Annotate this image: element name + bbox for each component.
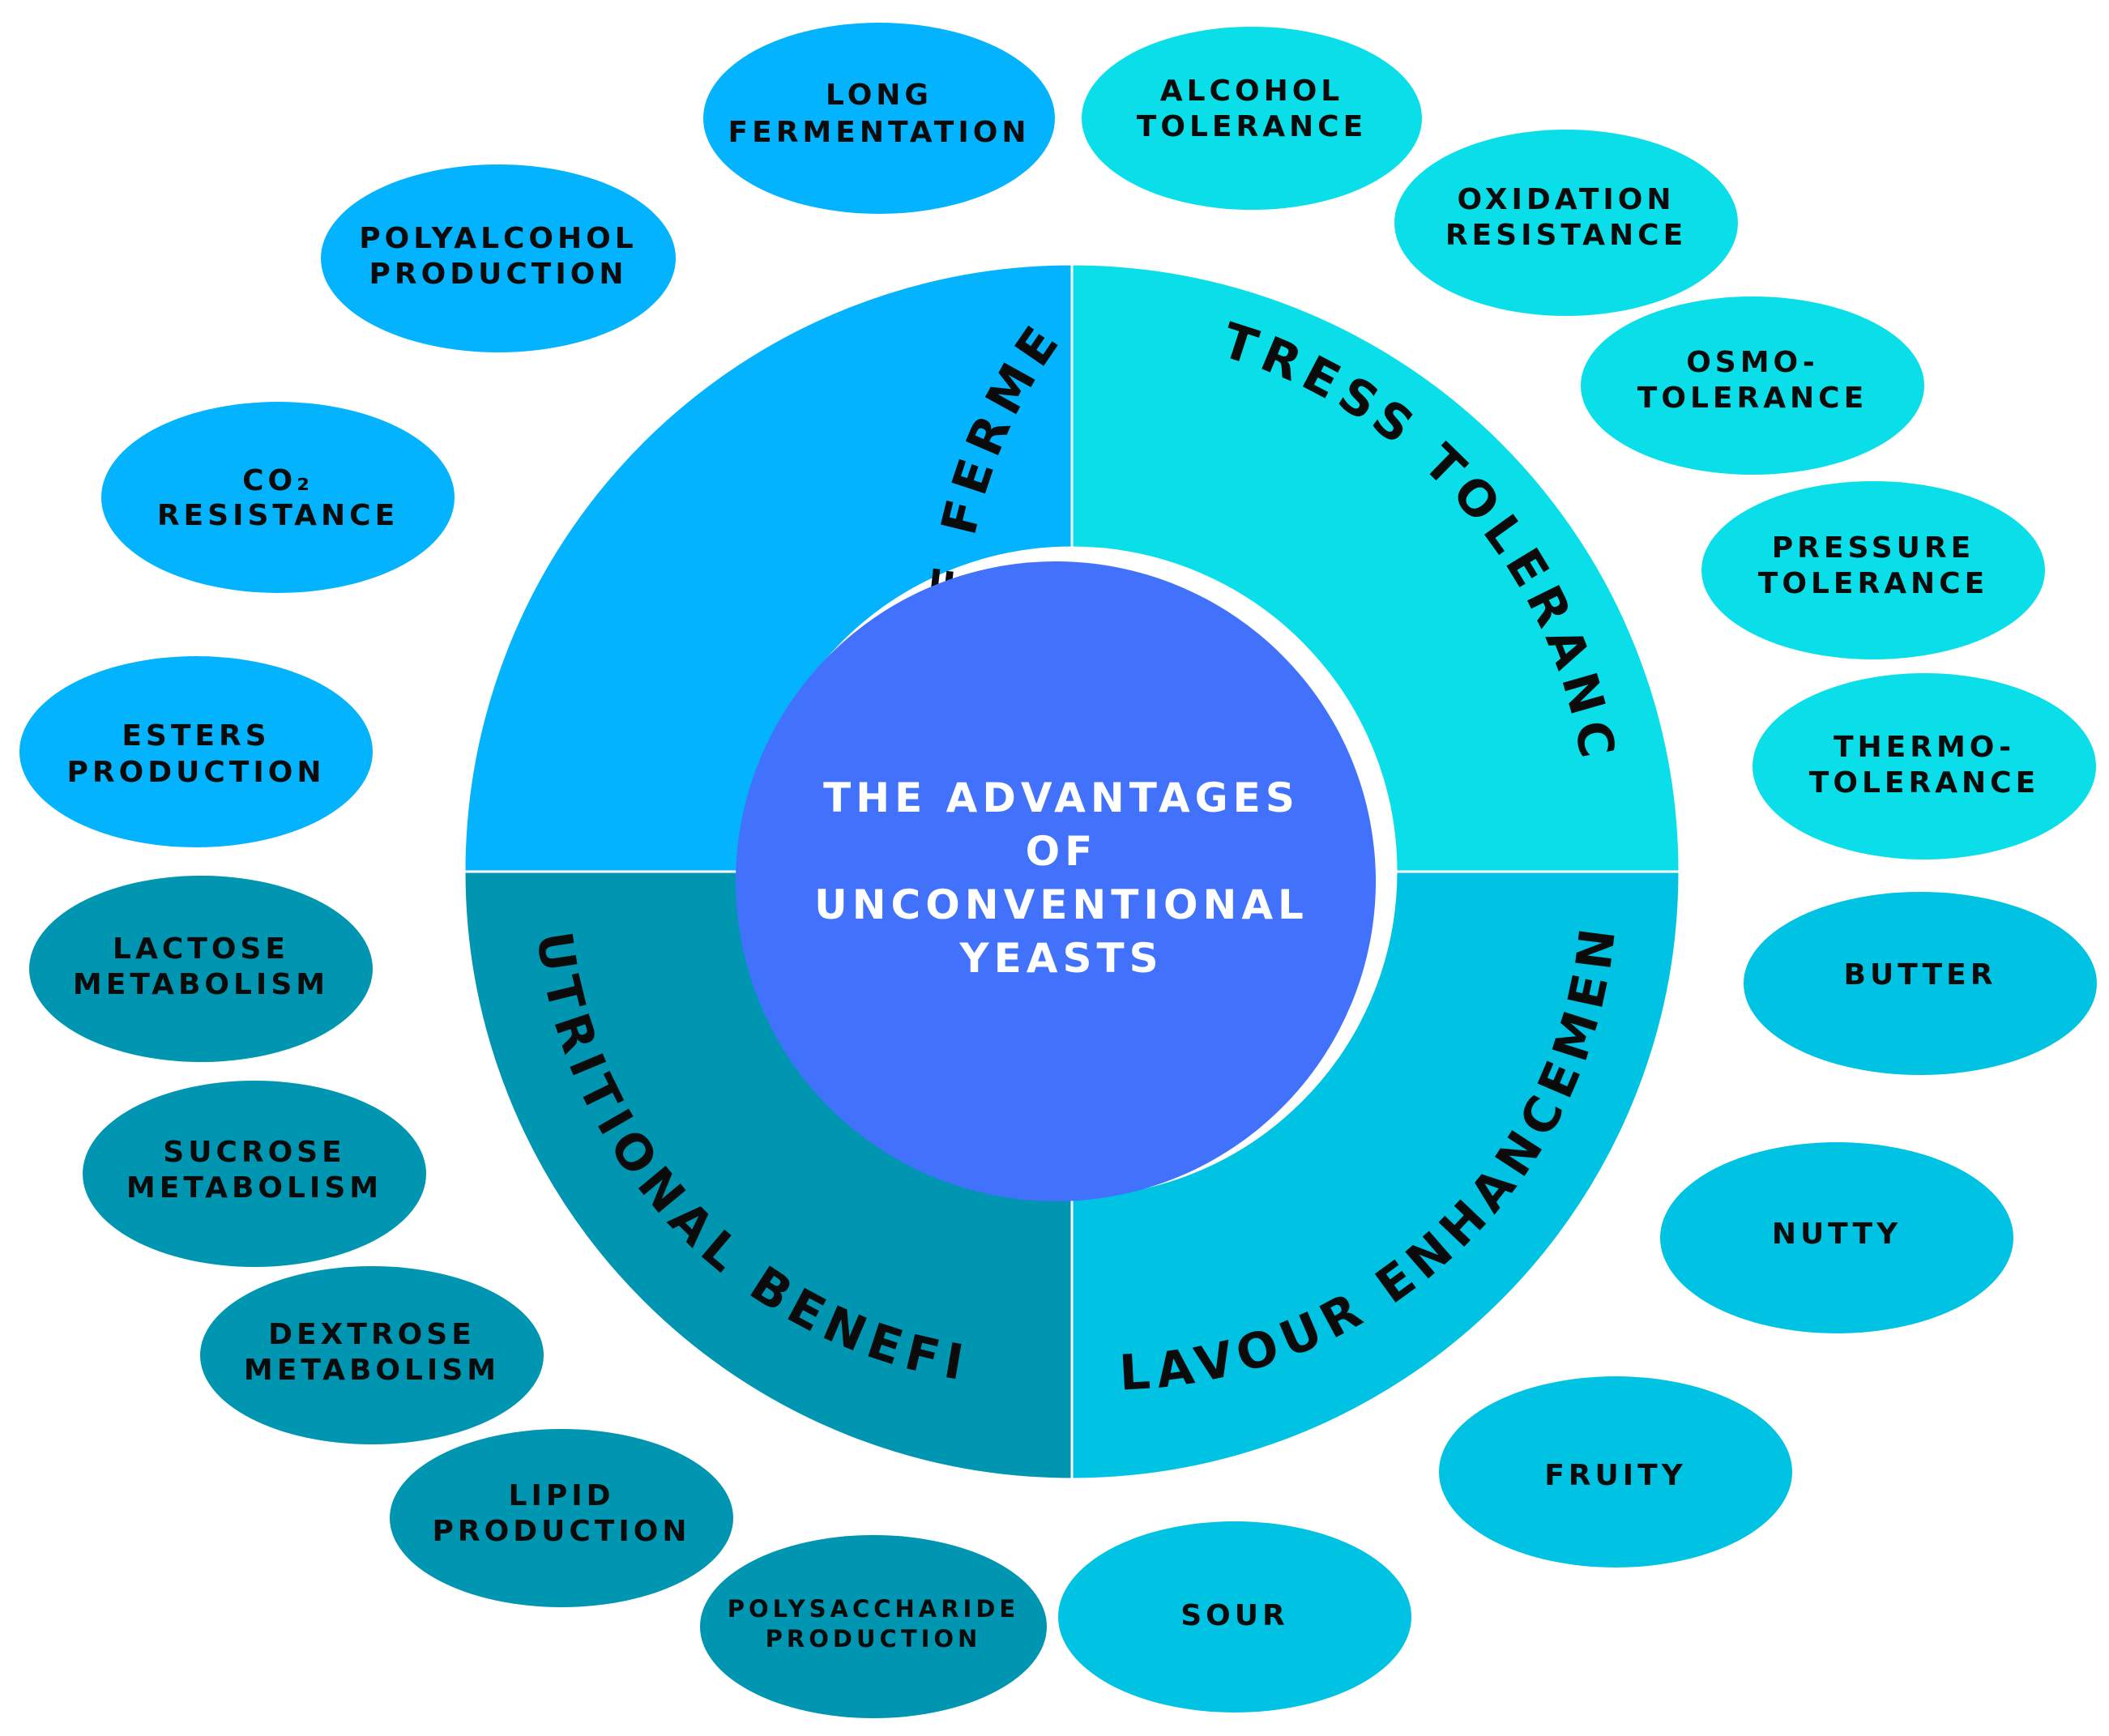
oval-label-line-2: PRODUCTION [433, 1515, 691, 1548]
oval-butter: BUTTER [1744, 892, 2097, 1075]
oval-shape [1744, 892, 2097, 1075]
oval-shape [1082, 27, 1422, 210]
oval-shape [1394, 130, 1738, 316]
center-circle [736, 561, 1376, 1201]
oval-polyalcohol-production: POLYALCOHOL PRODUCTION [321, 164, 676, 352]
oval-shape [200, 1266, 544, 1444]
center-title-line-4: YEASTS [958, 935, 1163, 982]
oval-co2-resistance: CO₂ RESISTANCE [101, 402, 455, 593]
oval-label-line-2: FERMENTATION [728, 116, 1031, 149]
ring [463, 262, 1681, 1481]
oval-pressure-tolerance: PRESSURE TOLERANCE [1701, 481, 2045, 659]
oval-label-line-1: FRUITY [1544, 1459, 1687, 1492]
oval-shape [1439, 1376, 1792, 1568]
oval-label-line-1: POLYALCOHOL [359, 222, 637, 255]
ring-quadrant-stress [1070, 262, 1681, 873]
oval-label-line-2: PRODUCTION [766, 1625, 982, 1653]
oval-polysaccharide-production: POLYSACCHARIDE PRODUCTION [700, 1535, 1047, 1718]
oval-dextrose-metabolism: DEXTROSE METABOLISM [200, 1266, 544, 1444]
oval-shape [1753, 673, 2096, 859]
center-title-line-3: UNCONVENTIONAL [814, 881, 1309, 928]
oval-label-line-1: LACTOSE [113, 932, 289, 966]
oval-label-line-2: TOLERANCE [1137, 110, 1367, 143]
oval-shape [83, 1081, 426, 1267]
oval-label-line-1: CO₂ [242, 464, 314, 497]
oval-shape [1581, 296, 1924, 475]
oval-label-line-2: RESISTANCE [1445, 219, 1687, 252]
oval-shape [390, 1429, 733, 1607]
oval-shape [1660, 1142, 2013, 1333]
oval-sour: SOUR [1058, 1521, 1411, 1713]
oval-shape [29, 876, 373, 1062]
oval-label-line-2: PRODUCTION [369, 258, 628, 291]
oval-label-line-1: POLYSACCHARIDE [728, 1595, 1019, 1623]
oval-label-line-2: METABOLISM [126, 1171, 382, 1205]
oval-fruity: FRUITY [1439, 1376, 1792, 1568]
oval-label-line-2: METABOLISM [244, 1354, 500, 1387]
oval-label-line-1: SOUR [1180, 1599, 1288, 1632]
oval-lactose-metabolism: LACTOSE METABOLISM [29, 876, 373, 1062]
oval-label-line-1: NUTTY [1772, 1218, 1902, 1251]
outer-ovals: LONG FERMENTATION POLYALCOHOL PRODUCTION… [19, 23, 2097, 1718]
oval-shape [703, 23, 1055, 214]
oval-label-line-1: ESTERS [122, 719, 270, 753]
oval-label-line-1: LIPID [509, 1479, 615, 1512]
oval-shape [1058, 1521, 1411, 1713]
oval-oxidation-resistance: OXIDATION RESISTANCE [1394, 130, 1738, 316]
oval-label-line-1: BUTTER [1844, 958, 1997, 992]
oval-label-line-1: PRESSURE [1772, 531, 1975, 565]
center-node: THE ADVANTAGES OF UNCONVENTIONAL YEASTS [736, 561, 1376, 1201]
oval-label-line-2: METABOLISM [73, 968, 329, 1001]
center-title-line-1: THE ADVANTAGES [823, 774, 1300, 821]
oval-esters-production: ESTERS PRODUCTION [19, 656, 373, 847]
oval-shape [19, 656, 373, 847]
oval-long-fermentation: LONG FERMENTATION [703, 23, 1055, 214]
oval-sucrose-metabolism: SUCROSE METABOLISM [83, 1081, 426, 1267]
oval-label-line-2: TOLERANCE [1809, 766, 2039, 800]
oval-label-line-1: SUCROSE [163, 1136, 345, 1169]
oval-alcohol-tolerance: ALCOHOL TOLERANCE [1082, 27, 1422, 210]
oval-label-line-1: LONG [826, 79, 933, 112]
ring-quadrant-flavour [1070, 870, 1681, 1481]
oval-label-line-2: TOLERANCE [1758, 567, 1988, 600]
oval-lipid-production: LIPID PRODUCTION [390, 1429, 733, 1607]
oval-label-line-1: OXIDATION [1457, 183, 1675, 216]
oval-shape [321, 164, 676, 352]
oval-label-line-2: RESISTANCE [157, 499, 399, 532]
oval-osmo-tolerance: OSMO- TOLERANCE [1581, 296, 1924, 475]
center-title-line-2: OF [1026, 828, 1098, 875]
oval-label-line-2: PRODUCTION [67, 756, 326, 789]
oval-label-line-1: DEXTROSE [268, 1318, 476, 1351]
oval-label-line-1: ALCOHOL [1160, 75, 1344, 108]
oval-shape [101, 402, 455, 593]
oval-shape [700, 1535, 1047, 1718]
oval-label-line-1: OSMO- [1686, 346, 1819, 379]
oval-thermo-tolerance: THERMO- TOLERANCE [1753, 673, 2096, 859]
oval-nutty: NUTTY [1660, 1142, 2013, 1333]
oval-label-line-2: TOLERANCE [1637, 382, 1868, 415]
oval-shape [1701, 481, 2045, 659]
oval-label-line-1: THERMO- [1834, 731, 2015, 764]
